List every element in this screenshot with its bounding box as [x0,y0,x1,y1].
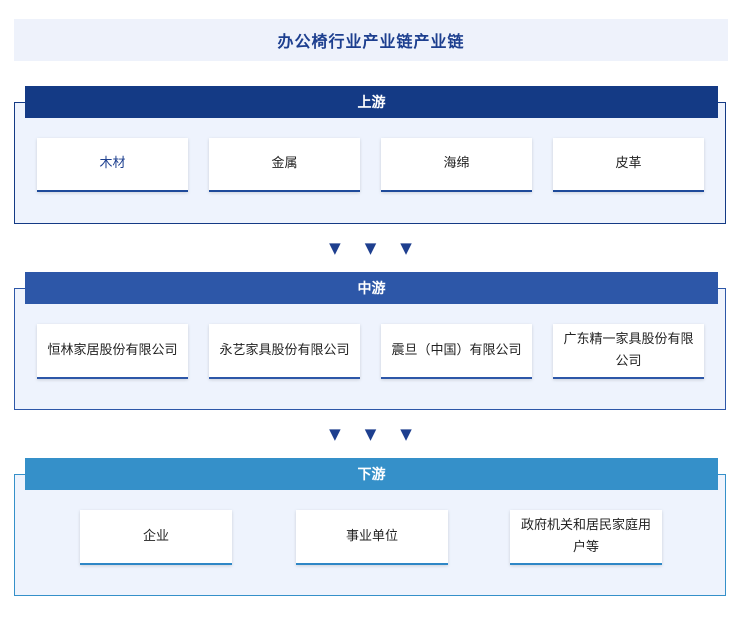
flow-arrows-midstream-downstream: ▼ ▼ ▼ [0,425,741,443]
down-arrow-icon: ▼ [364,425,377,443]
downstream-item: 政府机关和居民家庭用户等 [510,510,662,565]
down-arrow-icon: ▼ [329,239,341,257]
upstream-item: 海绵 [381,138,532,192]
midstream-header: 中游 [25,272,718,304]
midstream-item: 震旦（中国）有限公司 [381,324,532,379]
upstream-item: 金属 [209,138,360,192]
midstream-item: 恒林家居股份有限公司 [37,324,188,379]
downstream-item: 企业 [80,510,232,565]
midstream-item: 广东精一家具股份有限公司 [553,324,704,379]
upstream-header: 上游 [25,86,718,118]
down-arrow-icon: ▼ [400,425,412,443]
down-arrow-icon: ▼ [364,239,377,257]
downstream-item: 事业单位 [296,510,448,565]
midstream-item: 永艺家具股份有限公司 [209,324,360,379]
upstream-item: 木材 [37,138,188,192]
page-title: 办公椅行业产业链产业链 [14,19,728,61]
down-arrow-icon: ▼ [400,239,412,257]
flow-arrows-upstream-midstream: ▼ ▼ ▼ [0,239,741,257]
upstream-item: 皮革 [553,138,704,192]
downstream-header: 下游 [25,458,718,490]
down-arrow-icon: ▼ [329,425,341,443]
